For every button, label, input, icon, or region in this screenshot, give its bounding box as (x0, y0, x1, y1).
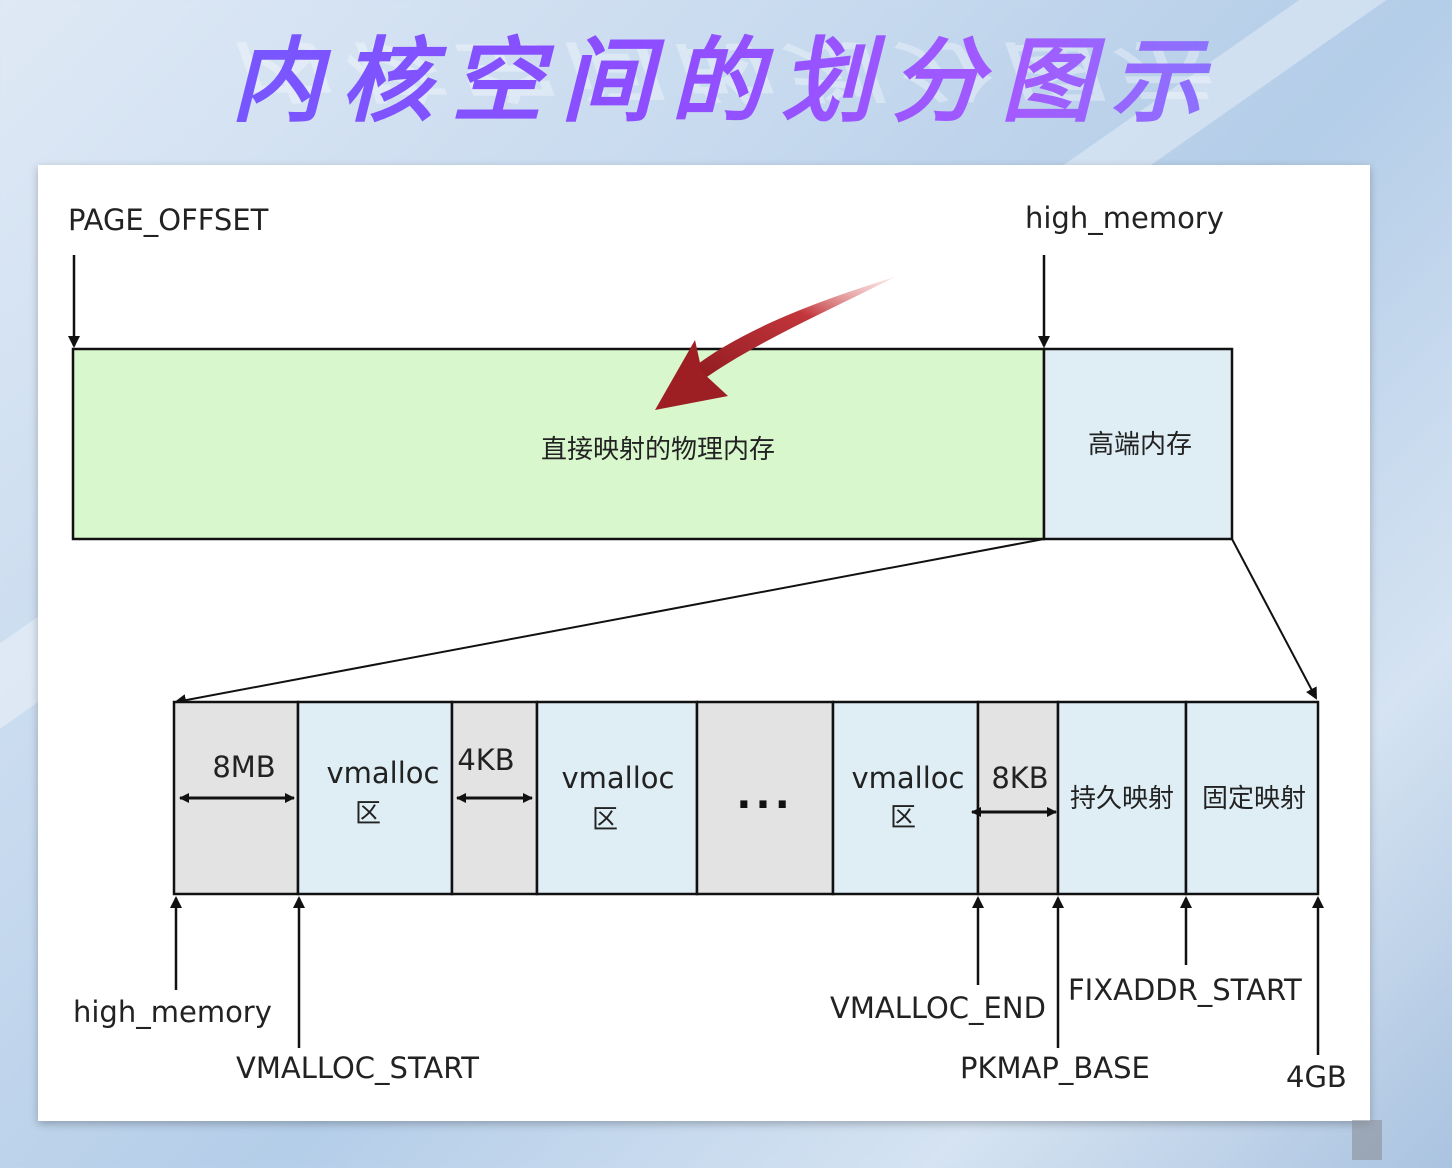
segment-vmalloc-2 (535, 700, 699, 896)
expand-line-left (174, 538, 1045, 707)
label-fixaddr-start: FIXADDR_START (1068, 973, 1302, 1007)
gap-8mb-label: 8MB (212, 750, 275, 784)
high-mem-block (1042, 347, 1234, 541)
label-high-memory-top: high_memory (1025, 201, 1224, 235)
vmalloc-3-label: vmalloc (852, 761, 965, 795)
label-high-memory-bottom: high_memory (73, 995, 272, 1029)
vmalloc-1-label-zone: 区 (355, 799, 381, 829)
panel-corner (1352, 1120, 1382, 1160)
label-page-offset: PAGE_OFFSET (68, 203, 269, 237)
label-vmalloc-start: VMALLOC_START (236, 1051, 479, 1085)
diagram-panel (38, 165, 1370, 1121)
persistent-map-label: 持久映射 (1070, 784, 1174, 814)
segment-vmalloc-1 (296, 700, 454, 896)
expand-line-right (1231, 538, 1317, 700)
label-pkmap-base: PKMAP_BASE (960, 1051, 1150, 1085)
vmalloc-2-label: vmalloc (562, 761, 675, 795)
label-4gb: 4GB (1286, 1060, 1347, 1094)
vmalloc-1-label: vmalloc (327, 756, 440, 790)
segment-gap-8kb (976, 700, 1060, 896)
gap-4kb-label: 4KB (457, 743, 514, 777)
red-pointer-icon (655, 277, 895, 410)
direct-mapped-block (71, 347, 1046, 541)
segment-ellipsis (695, 700, 835, 896)
vmalloc-2-label-zone: 区 (592, 805, 618, 835)
direct-mapped-label: 直接映射的物理内存 (541, 435, 775, 465)
fixed-map-label: 固定映射 (1202, 784, 1306, 814)
ellipsis-label: ... (736, 772, 794, 818)
segment-vmalloc-3 (831, 700, 980, 896)
label-vmalloc-end: VMALLOC_END (830, 991, 1046, 1025)
segment-fixed-map (1184, 700, 1320, 896)
gap-8kb-label: 8KB (991, 761, 1048, 795)
slide-title: 内核空间的划分图示 (0, 22, 1452, 142)
segment-persistent-map (1056, 700, 1188, 896)
high-mem-label: 高端内存 (1088, 430, 1192, 460)
vmalloc-3-label-zone: 区 (890, 803, 916, 833)
